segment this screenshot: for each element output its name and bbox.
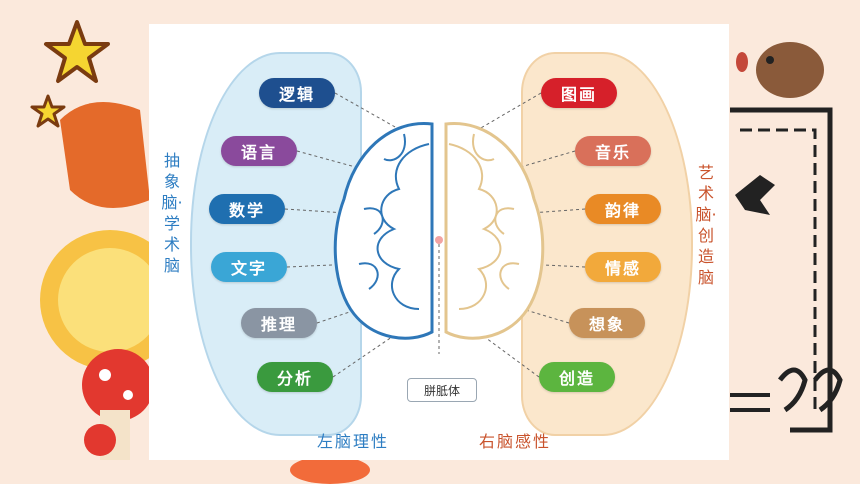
right-skill-pill: 情感 xyxy=(585,252,661,282)
brain-diagram-panel: 逻辑语言数学文字推理分析 图画音乐韵律情感想象创造 抽象脑·学术脑 艺术脑·创造… xyxy=(149,24,729,460)
left-skill-pill: 推理 xyxy=(241,308,317,338)
decor-frame-border xyxy=(730,107,833,433)
left-hemisphere xyxy=(333,122,434,340)
right-connector xyxy=(466,92,542,137)
brain-illustration xyxy=(284,92,586,378)
decor-quote-mark xyxy=(778,367,843,413)
left-skill-pill: 分析 xyxy=(257,362,333,392)
left-connector xyxy=(284,208,362,215)
decor-star-small xyxy=(30,94,66,128)
decor-mushroom xyxy=(82,349,154,421)
right-skill-pill: 韵律 xyxy=(585,194,661,224)
decor-hedgehog xyxy=(756,42,824,98)
right-skill-pill: 想象 xyxy=(569,308,645,338)
left-column-label: 抽象脑·学术脑 xyxy=(161,151,183,275)
decor-star-large xyxy=(44,20,110,83)
left-skill-pill: 数学 xyxy=(209,194,285,224)
left-skill-pill: 逻辑 xyxy=(259,78,335,108)
left-brain-caption: 左脑理性 xyxy=(317,432,390,451)
right-hemisphere xyxy=(444,122,545,340)
right-column-label: 艺术脑·创造脑 xyxy=(695,163,717,287)
right-skill-pill: 创造 xyxy=(539,362,615,392)
left-skill-pill: 语言 xyxy=(221,136,297,166)
right-brain-caption: 右脑感性 xyxy=(479,432,552,451)
right-skill-pill: 音乐 xyxy=(575,136,651,166)
decor-bat xyxy=(735,175,775,215)
right-skill-pill: 图画 xyxy=(541,78,617,108)
corpus-callosum-label: 胼胝体 xyxy=(407,378,477,402)
left-skill-pill: 文字 xyxy=(211,252,287,282)
